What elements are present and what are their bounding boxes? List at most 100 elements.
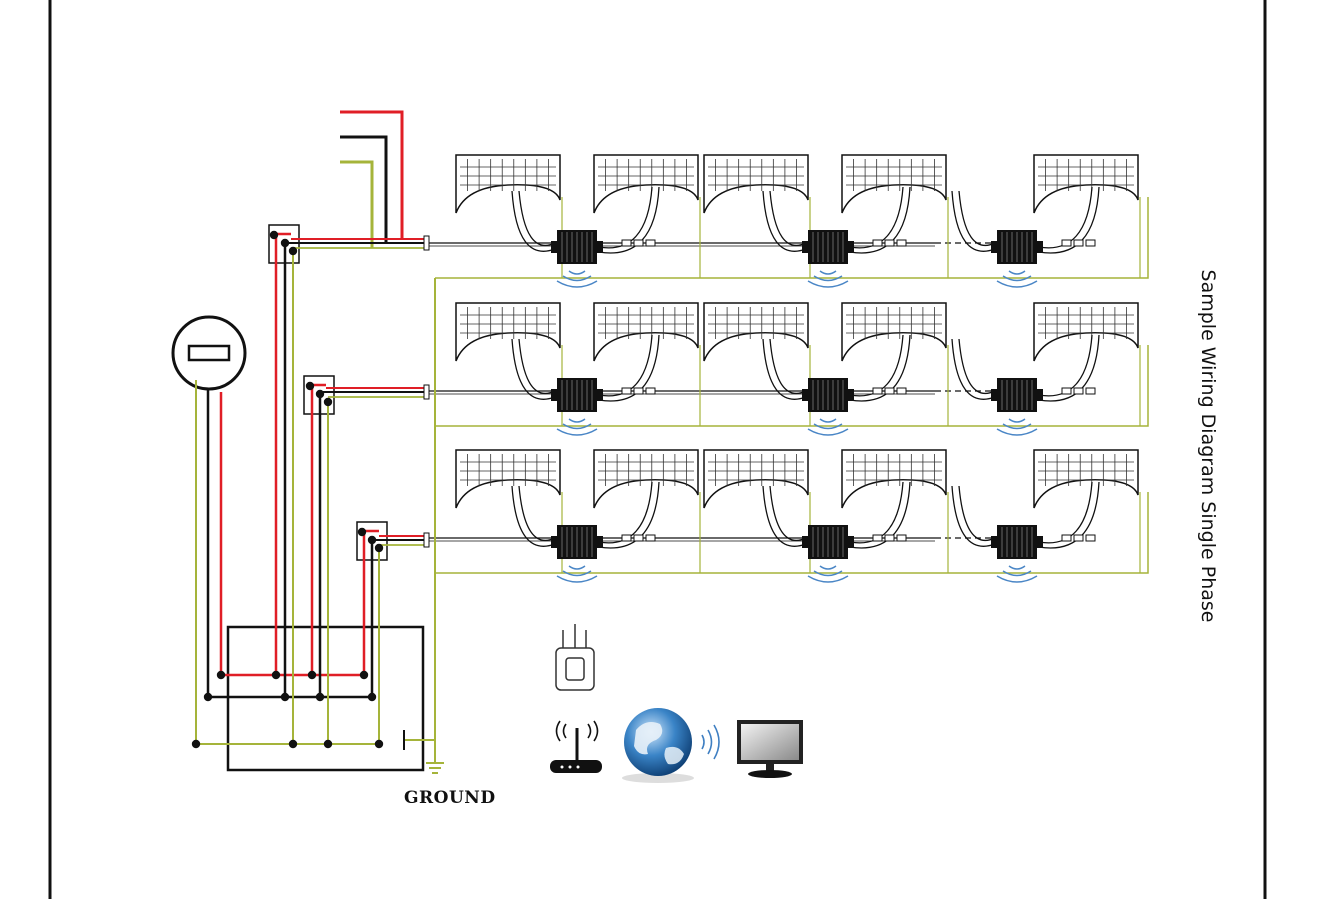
dc-lead — [959, 191, 995, 245]
solar-panel — [1034, 450, 1138, 508]
trunk-end-cap — [424, 236, 429, 250]
supply-lines — [340, 112, 402, 248]
cable-connector — [873, 535, 906, 541]
solar-panel — [594, 155, 698, 213]
solar-panel — [456, 303, 560, 361]
dc-lead — [770, 191, 806, 245]
microinverter — [991, 378, 1043, 412]
microinverter — [551, 525, 603, 559]
array-row — [429, 450, 1148, 582]
cable-connector — [622, 535, 655, 541]
dc-lead — [770, 486, 806, 540]
dc-lead — [512, 339, 555, 399]
wireless-signal-icon — [808, 271, 848, 287]
supply-earth — [340, 162, 372, 248]
cable-connector — [622, 388, 655, 394]
solar-panel — [704, 450, 808, 508]
wireless-signal-icon — [997, 419, 1037, 435]
dc-lead — [959, 339, 995, 393]
diagram-title: Sample Wiring Diagram Single Phase — [1197, 270, 1219, 623]
wifi-extender-icon — [556, 624, 594, 690]
microinverter — [991, 525, 1043, 559]
connection-dot — [289, 740, 297, 748]
wireless-signal-icon — [557, 566, 597, 582]
wireless-signal-icon — [808, 419, 848, 435]
solar-panel — [594, 303, 698, 361]
solar-panel — [842, 155, 946, 213]
dc-lead — [519, 486, 555, 540]
dc-lead — [519, 191, 555, 245]
dc-lead — [512, 191, 555, 251]
supply-neutral — [340, 137, 386, 243]
cable-connector — [1062, 535, 1095, 541]
wireless-signal-icon — [557, 419, 597, 435]
dc-lead — [952, 486, 995, 546]
solar-panel — [842, 450, 946, 508]
row-earth-loop — [435, 492, 1148, 573]
solar-panel — [704, 303, 808, 361]
ground-label: GROUND — [404, 788, 496, 808]
solar-panel — [456, 450, 560, 508]
microinverter — [551, 378, 603, 412]
solar-panel — [594, 450, 698, 508]
ground-bus — [404, 278, 435, 762]
solar-panel — [1034, 155, 1138, 213]
cable-connector — [1062, 240, 1095, 246]
feeder-live — [276, 234, 291, 675]
connection-dot — [358, 528, 366, 536]
microinverter — [551, 230, 603, 264]
connection-dot — [375, 740, 383, 748]
wireless-signal-icon — [997, 271, 1037, 287]
microinverter — [991, 230, 1043, 264]
wireless-signal-icon — [557, 271, 597, 287]
connection-dot — [217, 671, 225, 679]
connection-dot — [281, 693, 289, 701]
dc-lead — [763, 339, 806, 399]
connection-dot — [192, 740, 200, 748]
cable-connector — [873, 388, 906, 394]
solar-panel — [1034, 303, 1138, 361]
connection-dot — [281, 239, 289, 247]
dc-lead — [512, 486, 555, 546]
solar-panel — [456, 155, 560, 213]
connection-dot — [316, 390, 324, 398]
wireless-signal-icon — [702, 725, 719, 759]
microinverter — [802, 525, 854, 559]
dc-lead — [952, 339, 995, 399]
monitor-icon — [737, 720, 803, 778]
dc-lead — [763, 486, 806, 546]
dc-lead — [959, 486, 995, 540]
dc-lead — [763, 191, 806, 251]
connection-dot — [360, 671, 368, 679]
globe-icon — [622, 708, 694, 783]
dc-lead — [952, 191, 995, 251]
solar-panel — [842, 303, 946, 361]
trunk-end-cap — [424, 533, 429, 547]
dc-lead — [770, 339, 806, 393]
array-rows — [429, 155, 1148, 582]
array-row — [429, 303, 1148, 435]
microinverter — [802, 230, 854, 264]
cable-connector — [622, 240, 655, 246]
trunk-end-cap — [424, 385, 429, 399]
connection-dot — [308, 671, 316, 679]
wireless-signal-icon — [808, 566, 848, 582]
wireless-signal-icon — [997, 566, 1037, 582]
distribution-box — [228, 627, 423, 770]
cable-connector — [1062, 388, 1095, 394]
cable-connector — [873, 240, 906, 246]
dc-lead — [519, 339, 555, 393]
connection-dot — [324, 740, 332, 748]
connection-dot — [375, 544, 383, 552]
row-earth-loop — [435, 345, 1148, 426]
solar-panel — [704, 155, 808, 213]
connection-dot — [316, 693, 324, 701]
meter-icon — [173, 317, 245, 389]
connection-dot — [368, 693, 376, 701]
connection-dot — [204, 693, 212, 701]
connection-dot — [306, 382, 314, 390]
connection-dot — [368, 536, 376, 544]
array-row — [429, 155, 1148, 287]
